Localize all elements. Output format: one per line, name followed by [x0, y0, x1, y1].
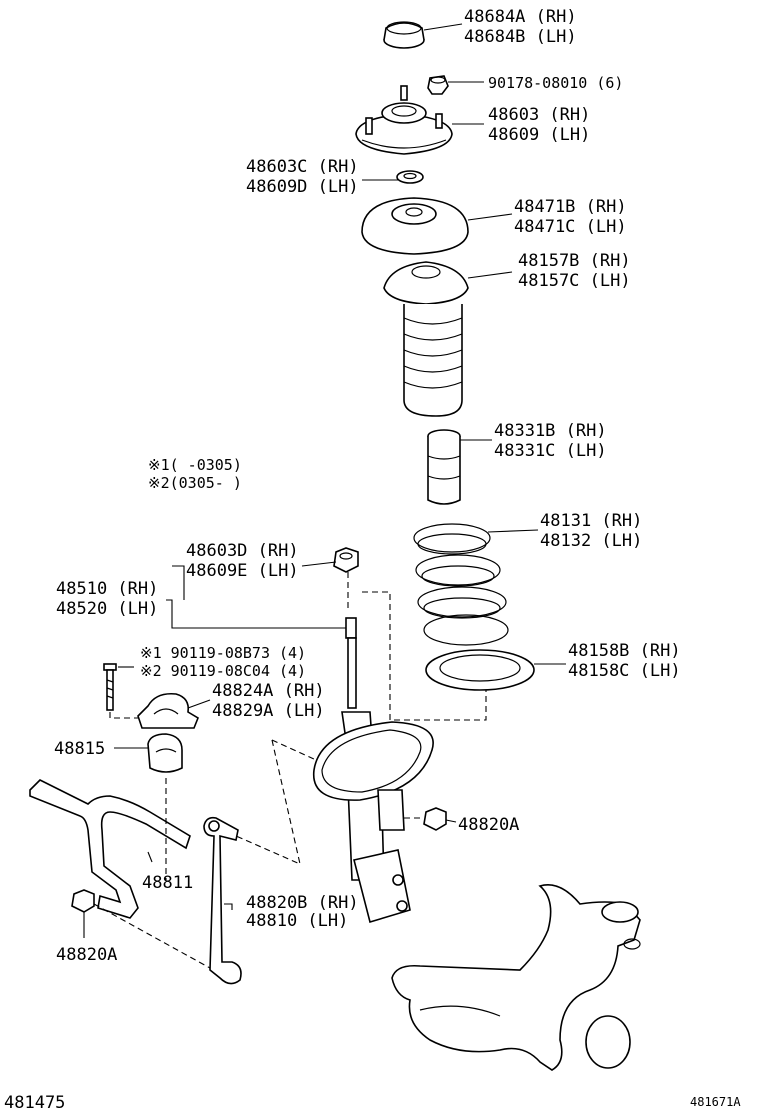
- label-48471c-lh: 48471C (LH): [514, 217, 627, 237]
- label-48510-rh: 48510 (RH): [56, 579, 158, 599]
- label-48609-lh: 48609 (LH): [488, 125, 590, 145]
- stabilizer-bolt-part: [103, 663, 117, 711]
- leader-lines: [83, 23, 566, 938]
- link-nut-right-part: [423, 807, 447, 831]
- label-48603-rh: 48603 (RH): [488, 105, 590, 125]
- label-48157b-rh: 48157B (RH): [518, 251, 631, 271]
- mount-washer-part: [396, 170, 424, 184]
- shock-absorber-part: [312, 617, 434, 924]
- label-48520-lh: 48520 (LH): [56, 599, 158, 619]
- label-48331c-lh: 48331C (LH): [494, 441, 607, 461]
- label-note-1: ※1( -0305): [148, 456, 242, 474]
- label-48810-lh: 48810 (LH): [246, 911, 348, 931]
- label-48132-lh: 48132 (LH): [540, 531, 642, 551]
- coil-spring-part: [413, 523, 509, 646]
- mount-nut-part: [427, 75, 449, 95]
- label-48603c-rh: 48603C (RH): [246, 157, 359, 177]
- label-48811: 48811: [142, 873, 193, 893]
- lower-spring-insulator-part: [425, 649, 535, 691]
- label-48820a-right: 48820A: [458, 815, 519, 835]
- label-48331b-rh: 48331B (RH): [494, 421, 607, 441]
- strut-cap-part: [383, 21, 425, 49]
- stabilizer-link-part: [203, 816, 242, 985]
- label-48684-lh: 48684B (LH): [464, 27, 577, 47]
- stabilizer-bracket-part: [137, 692, 199, 729]
- label-48609e-lh: 48609E (LH): [186, 561, 299, 581]
- label-48603d-rh: 48603D (RH): [186, 541, 299, 561]
- label-48157c-lh: 48157C (LH): [518, 271, 631, 291]
- strut-nut-part: [333, 547, 359, 573]
- label-48131-rh: 48131 (RH): [540, 511, 642, 531]
- part-labels: 48684A (RH) 48684B (LH) 90178-08010 (6) …: [4, 7, 741, 1112]
- label-48829a-lh: 48829A (LH): [212, 701, 325, 721]
- label-48820a-left: 48820A: [56, 945, 117, 965]
- label-48158b-rh: 48158B (RH): [568, 641, 681, 661]
- spring-insulator-part: [383, 261, 469, 417]
- label-48815: 48815: [54, 739, 105, 759]
- link-nut-left-part: [71, 889, 95, 913]
- label-48684-rh: 48684A (RH): [464, 7, 577, 27]
- label-48158c-lh: 48158C (LH): [568, 661, 681, 681]
- steering-knuckle-part: [391, 884, 641, 1071]
- label-90119-1: ※1 90119-08B73 (4): [140, 644, 306, 662]
- label-90178: 90178-08010 (6): [488, 74, 623, 92]
- label-note-2: ※2(0305- ): [148, 474, 242, 492]
- label-48609d-lh: 48609D (LH): [246, 177, 359, 197]
- label-90119-2: ※2 90119-08C04 (4): [140, 662, 306, 680]
- stabilizer-bar-part: [29, 779, 191, 919]
- footer-left-code: 481475: [4, 1093, 65, 1112]
- footer-right-code: 481671A: [690, 1095, 741, 1109]
- label-48471b-rh: 48471B (RH): [514, 197, 627, 217]
- upper-spring-seat-part: [361, 197, 469, 255]
- bump-stop-part: [427, 429, 461, 505]
- label-48824a-rh: 48824A (RH): [212, 681, 325, 701]
- stabilizer-bushing-part: [147, 733, 183, 773]
- strut-mount-part: [355, 85, 453, 155]
- label-48820b-rh: 48820B (RH): [246, 893, 359, 913]
- assembly-dashed-lines: [93, 572, 487, 969]
